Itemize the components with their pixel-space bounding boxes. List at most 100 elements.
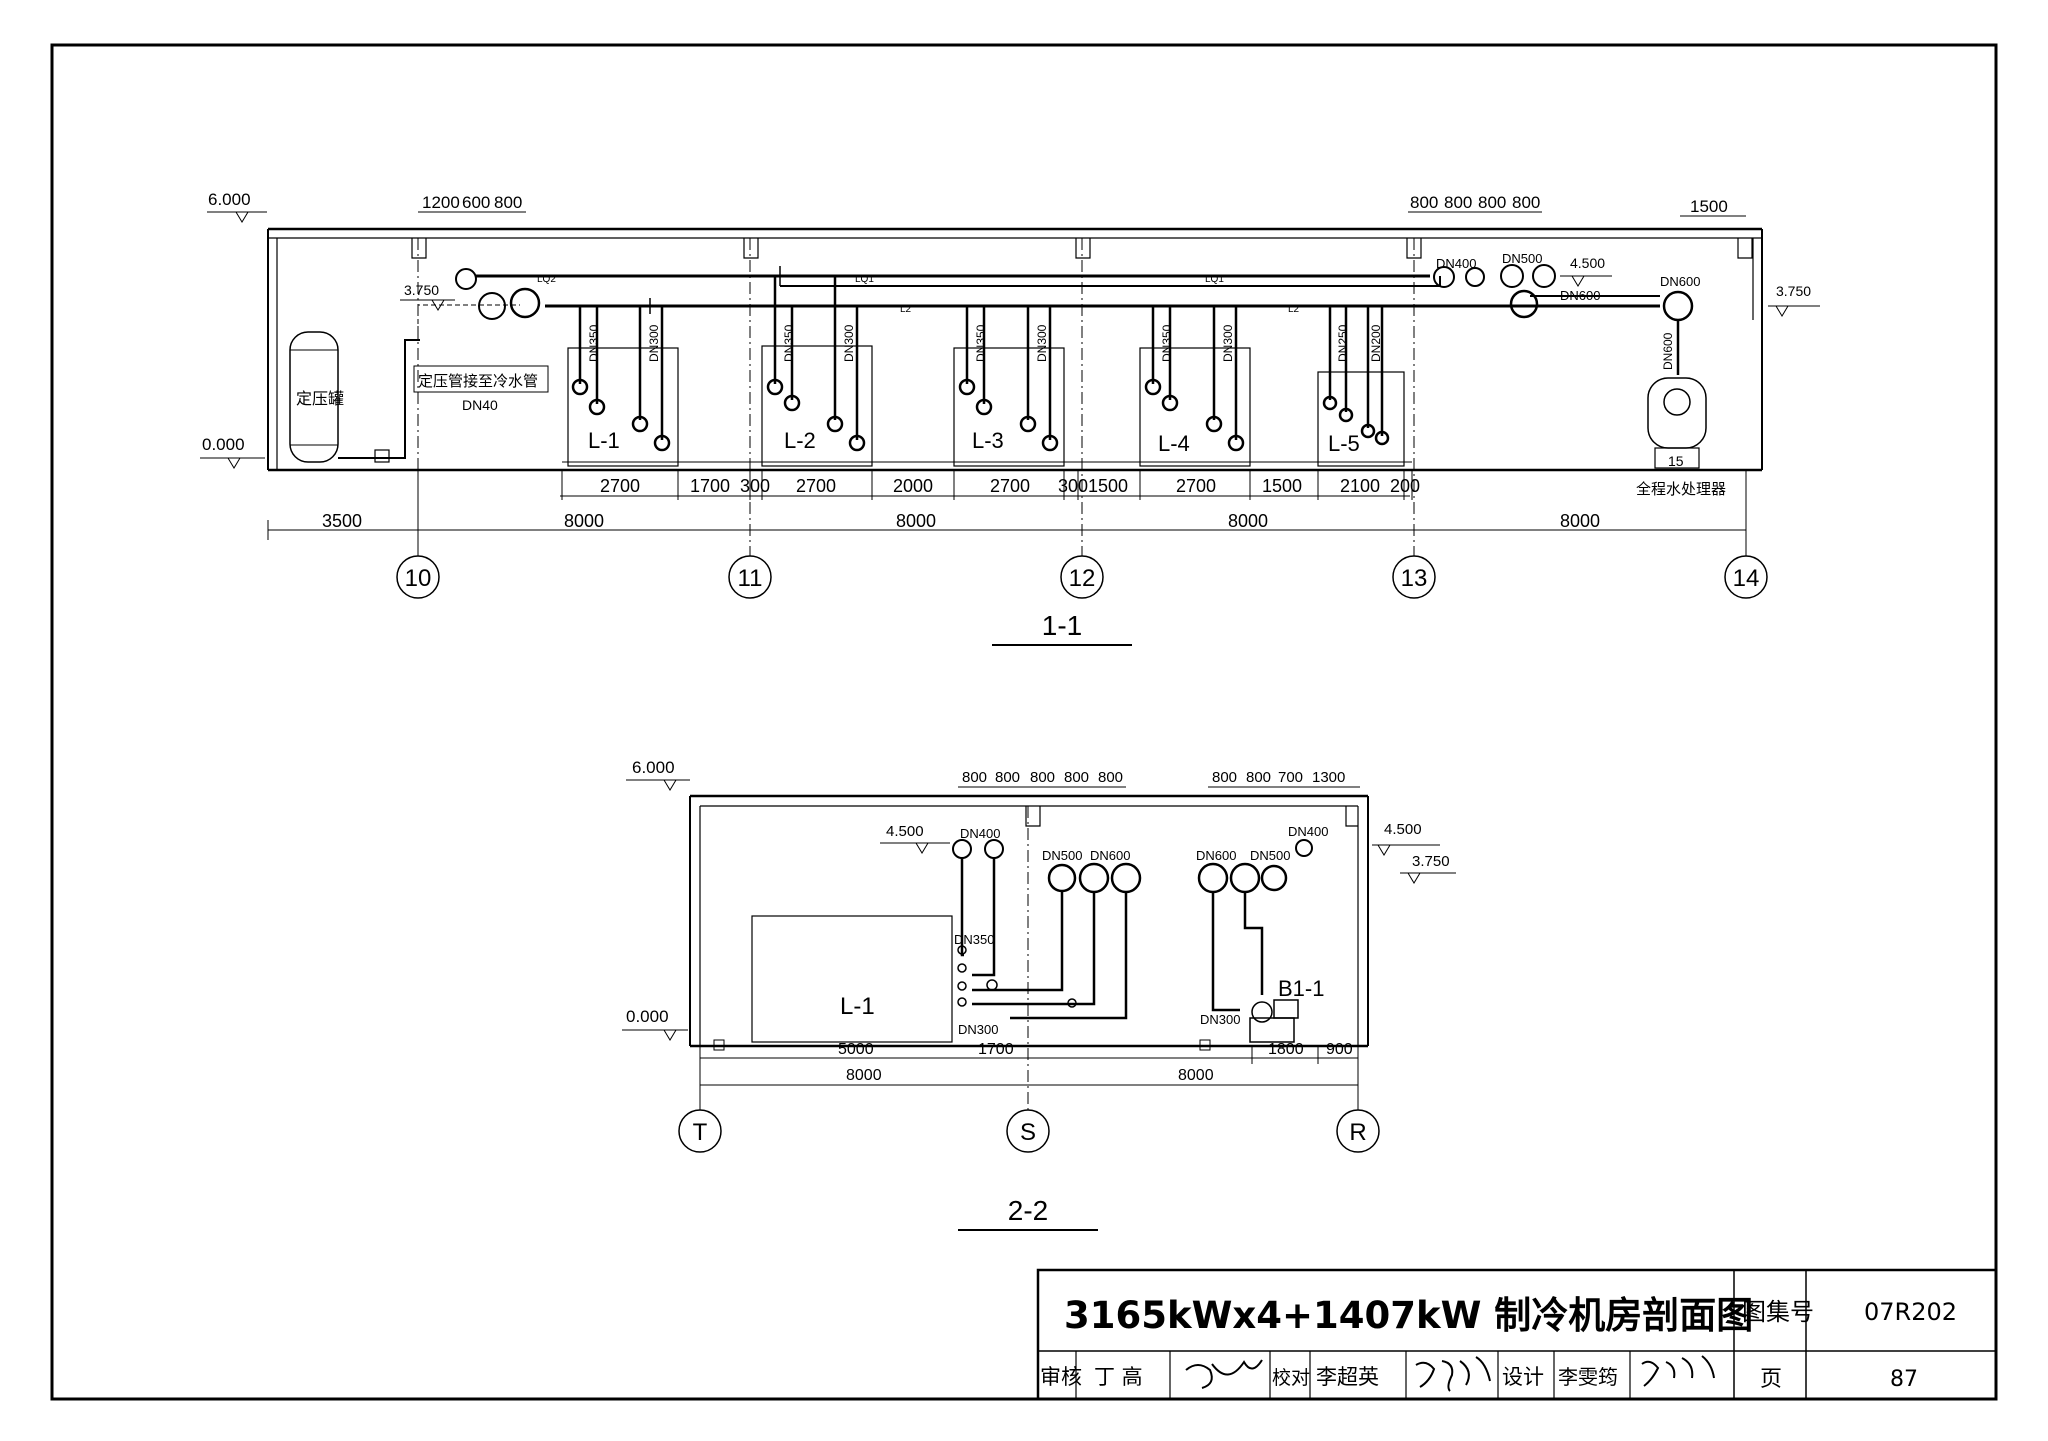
elev-roof: 6.000 — [208, 190, 251, 209]
review-label: 审核 — [1040, 1365, 1082, 1389]
top-dim: 800 — [1098, 769, 1123, 786]
top-dim: 1300 — [1312, 769, 1345, 786]
elev-floor: 0.000 — [202, 435, 245, 454]
section-2-2 — [622, 779, 1456, 1231]
makeup-dn: DN40 — [462, 397, 498, 413]
equip-dim: 5000 — [838, 1041, 874, 1058]
chiller-label: L-2 — [784, 428, 816, 453]
equip-dim: 2000 — [893, 476, 933, 496]
chiller-label: L-4 — [1158, 431, 1190, 456]
equip-dim: 200 — [1390, 476, 1420, 496]
pressure-tank — [289, 331, 339, 463]
tank-label: 定压罐 — [296, 390, 344, 408]
sheet-border — [50, 43, 1998, 1401]
axis-label: 12 — [1069, 565, 1096, 592]
chiller-label: L-1 — [840, 993, 875, 1020]
equip-dim: 1500 — [1088, 476, 1128, 496]
checker-name: 李超英 — [1316, 1365, 1379, 1389]
dn-vertical: DN250 — [1336, 324, 1350, 362]
treater-label: 全程水处理器 — [1636, 480, 1726, 498]
equip-dim: 2700 — [1176, 476, 1216, 496]
dn-label: DN350 — [954, 932, 994, 947]
signature-checker — [1415, 1356, 1491, 1392]
page-label: 页 — [1760, 1367, 1782, 1392]
pipe-label: LQ1 — [1205, 274, 1224, 285]
makeup-label: 定压管接至冷水管 — [418, 373, 538, 390]
chiller-l1 — [567, 347, 679, 467]
elev-pipe-left: 3.750 — [404, 282, 439, 298]
pipe-label: LQ1 — [855, 274, 874, 285]
equip-dim: 1800 — [1268, 1041, 1304, 1058]
top-dim: 800 — [1030, 769, 1055, 786]
chiller-label: L-5 — [1328, 431, 1360, 456]
axis-label: R — [1349, 1119, 1366, 1146]
treater-tag: 15 — [1668, 453, 1684, 469]
pipe-label: LQ2 — [537, 274, 556, 285]
bay-dim: 8000 — [1560, 511, 1600, 531]
reviewer-name: 丁 高 — [1094, 1365, 1143, 1389]
pipe-label: L2 — [1288, 304, 1300, 315]
axis-label: 11 — [738, 565, 763, 592]
top-dim: 800 — [1478, 193, 1506, 212]
elev-pipe: 4.500 — [1384, 821, 1422, 838]
bay-dim: 8000 — [564, 511, 604, 531]
chiller-l2 — [761, 345, 873, 467]
dn-vertical: DN350 — [1160, 324, 1174, 362]
dn-label: DN600 — [1560, 288, 1600, 303]
bay-dim: 8000 — [846, 1067, 882, 1084]
dn-vertical: DN300 — [842, 324, 856, 362]
pump-b1-1 — [1249, 1017, 1295, 1043]
bay-dim: 3500 — [322, 511, 362, 531]
top-dim: 1500 — [1690, 197, 1728, 216]
axis-label: 14 — [1733, 565, 1760, 592]
chiller-label: L-3 — [972, 428, 1004, 453]
equip-dim: 1700 — [690, 476, 730, 496]
bay-dim: 8000 — [1178, 1067, 1214, 1084]
elev-pipe-right: 3.750 — [1776, 283, 1811, 299]
atlas-label: 图集号 — [1742, 1298, 1814, 1326]
dn-label: DN600 — [1196, 848, 1236, 863]
equip-dim: 900 — [1326, 1041, 1353, 1058]
dn-label: DN500 — [1042, 848, 1082, 863]
makeup-label-box — [413, 365, 549, 393]
dn-vertical: DN350 — [587, 324, 601, 362]
dn-label: DN400 — [960, 826, 1000, 841]
equip-dim: 1500 — [1262, 476, 1302, 496]
equip-dim: 2700 — [600, 476, 640, 496]
design-label: 设计 — [1502, 1365, 1544, 1389]
chiller-l4 — [1139, 347, 1251, 467]
top-dim: 800 — [1444, 193, 1472, 212]
dn-vertical: DN350 — [782, 324, 796, 362]
chiller-l5 — [1317, 371, 1405, 467]
drawing-title: 3165kWx4+1407kW 制冷机房剖面图 — [1064, 1294, 1753, 1337]
signature-reviewer — [1185, 1359, 1263, 1389]
dn-label: DN400 — [1288, 824, 1328, 839]
top-dim: 800 — [1410, 193, 1438, 212]
axis-label: 10 — [405, 565, 432, 592]
equip-dim: 1700 — [978, 1041, 1014, 1058]
elev-pipe-mid: 4.500 — [1570, 255, 1605, 271]
axis-label: S — [1020, 1119, 1036, 1146]
elev-roof: 6.000 — [632, 758, 675, 777]
section-title: 1-1 — [1042, 610, 1082, 641]
top-dim: 800 — [962, 769, 987, 786]
atlas-number: 07R202 — [1864, 1298, 1957, 1326]
pipe-label: L2 — [900, 304, 912, 315]
pump-label: B1-1 — [1278, 976, 1324, 1001]
top-dim: 1200 — [422, 193, 460, 212]
check-label: 校对 — [1272, 1367, 1310, 1389]
dn-vertical: DN600 — [1661, 332, 1675, 370]
bay-dim: 8000 — [1228, 511, 1268, 531]
top-dim: 800 — [494, 193, 522, 212]
elev-pipe: 3.750 — [1412, 853, 1450, 870]
section-title: 2-2 — [1008, 1195, 1048, 1226]
dn-vertical: DN350 — [974, 324, 988, 362]
axis-label: T — [693, 1119, 708, 1146]
dn-vertical: DN300 — [1221, 324, 1235, 362]
dn-vertical: DN200 — [1369, 324, 1383, 362]
dn-label: DN600 — [1660, 274, 1700, 289]
dn-label: DN300 — [1200, 1012, 1240, 1027]
top-dim: 800 — [1064, 769, 1089, 786]
dn-label: DN400 — [1436, 256, 1476, 271]
